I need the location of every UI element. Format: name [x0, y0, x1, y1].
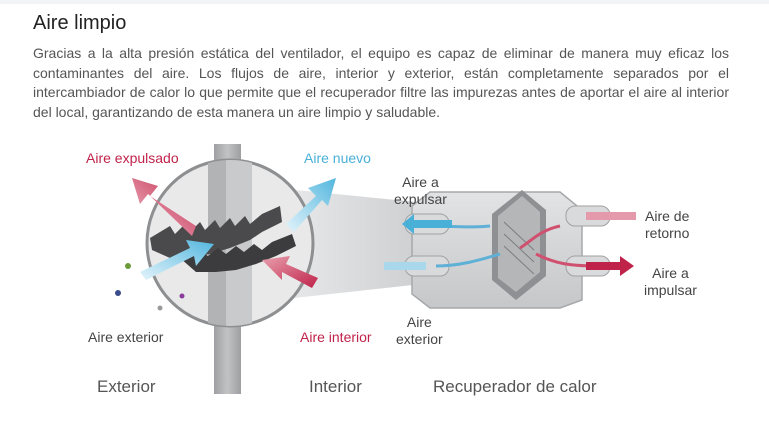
pollutant-dot: [115, 290, 121, 296]
magnified-exchanger-circle: [145, 158, 315, 328]
caption-exterior: Exterior: [97, 377, 156, 396]
pollutant-dot: [157, 305, 163, 311]
section-title: Aire limpio: [33, 12, 127, 34]
caption-recuperador: Recuperador de calor: [433, 377, 597, 396]
arrow-aire-a-impulsar: [586, 256, 634, 276]
top-divider: [0, 0, 769, 4]
label-line: Aire de: [645, 208, 690, 224]
label-aire-exterior-right: Aire exterior: [396, 314, 443, 348]
arrow-aire-expulsado: [132, 178, 196, 236]
label-line: expulsar: [394, 191, 447, 207]
label-line: Aire a: [652, 265, 689, 281]
section-description: Gracias a la alta presión estática del v…: [33, 45, 729, 120]
caption-interior: Interior: [309, 377, 362, 396]
arrow-aire-exterior: [140, 240, 214, 280]
arrow-aire-de-retorno: [586, 212, 636, 220]
label-aire-interior: Aire interior: [300, 329, 372, 345]
pollutant-dot: [179, 293, 185, 299]
arrow-aire-exterior-in: [384, 262, 426, 270]
label-line: impulsar: [644, 282, 697, 298]
label-line: retorno: [645, 225, 690, 241]
arrow-aire-nuevo: [286, 178, 336, 232]
label-line: exterior: [396, 331, 443, 347]
pollutant-dot: [125, 263, 131, 269]
label-line: Aire a: [402, 174, 439, 190]
label-aire-exterior-left: Aire exterior: [88, 329, 164, 345]
arrow-aire-a-expulsar: [402, 214, 452, 234]
ventilation-diagram: Aire expulsado Aire nuevo Aire exterior …: [0, 130, 769, 421]
arrow-aire-interior: [262, 256, 318, 288]
label-line: Aire: [406, 314, 432, 330]
label-aire-expulsado: Aire expulsado: [86, 150, 179, 166]
label-aire-a-expulsar: Aire a expulsar: [394, 174, 447, 208]
label-aire-a-impulsar: Aire a impulsar: [644, 265, 697, 299]
label-aire-nuevo: Aire nuevo: [304, 150, 371, 166]
label-aire-de-retorno: Aire de retorno: [645, 208, 689, 242]
diagram-illustration: [115, 144, 636, 394]
